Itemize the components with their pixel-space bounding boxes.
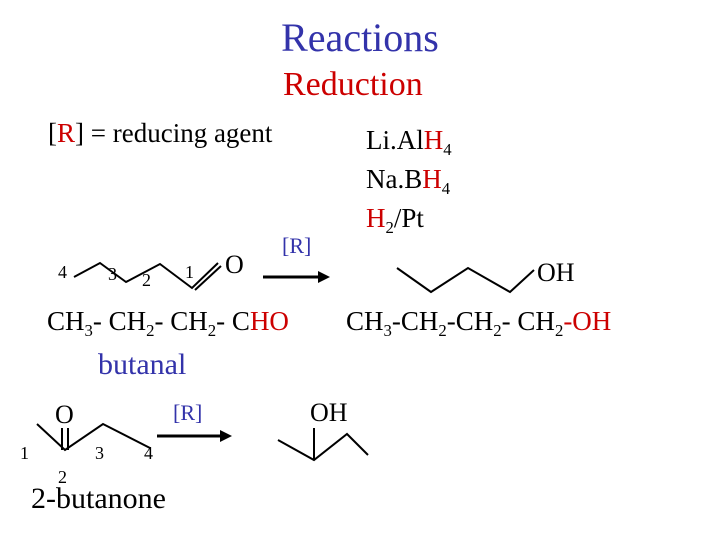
ketone-carbon-number-1: 1 <box>20 443 29 463</box>
butanol-hydroxyl: OH <box>537 258 575 287</box>
slide-title: Reactions <box>281 15 439 60</box>
ketone-carbon-number-2: 2 <box>58 467 67 487</box>
ketone-carbon-number-4: 4 <box>144 443 153 463</box>
agent-lialh4: Li.AlH4 <box>366 125 452 159</box>
butanone-skeleton <box>36 422 151 452</box>
butanal-formula: CH3- CH2- CH2- CHO <box>47 306 289 340</box>
ketone-oxygen: O <box>55 400 74 429</box>
agent-nabh4: Na.BH4 <box>366 164 451 198</box>
ketone-carbon-number-3: 3 <box>95 443 104 463</box>
carbon-number-4: 4 <box>58 262 67 282</box>
carbon-number-3: 3 <box>108 264 117 284</box>
aldehyde-oxygen: O <box>225 250 244 279</box>
butanol-formula: CH3-CH2-CH2- CH2-OH <box>346 306 612 340</box>
slide-subtitle: Reduction <box>283 66 423 103</box>
butanal-skeleton <box>73 261 222 291</box>
reaction2-reagent-label: [R] <box>173 400 203 425</box>
reaction1-reagent-label: [R] <box>282 233 312 258</box>
2-butanol-hydroxyl: OH <box>310 398 348 427</box>
reaction2-arrowhead <box>220 430 232 442</box>
agent-h2-pt: H2/Pt <box>366 203 424 237</box>
carbon-number-1: 1 <box>185 262 194 282</box>
reducing-agent-list: Li.AlH4 Na.BH4 H2/Pt <box>366 121 452 238</box>
carbon-number-2: 2 <box>142 270 151 290</box>
butanol2-skeleton <box>277 428 369 462</box>
reaction1-arrowhead <box>318 271 330 283</box>
butanal-name: butanal <box>98 348 187 381</box>
butanol-skeleton <box>396 266 535 294</box>
reducing-agent-definition: [R] = reducing agent <box>48 118 273 148</box>
butanone-name: 2-butanone <box>31 482 166 515</box>
